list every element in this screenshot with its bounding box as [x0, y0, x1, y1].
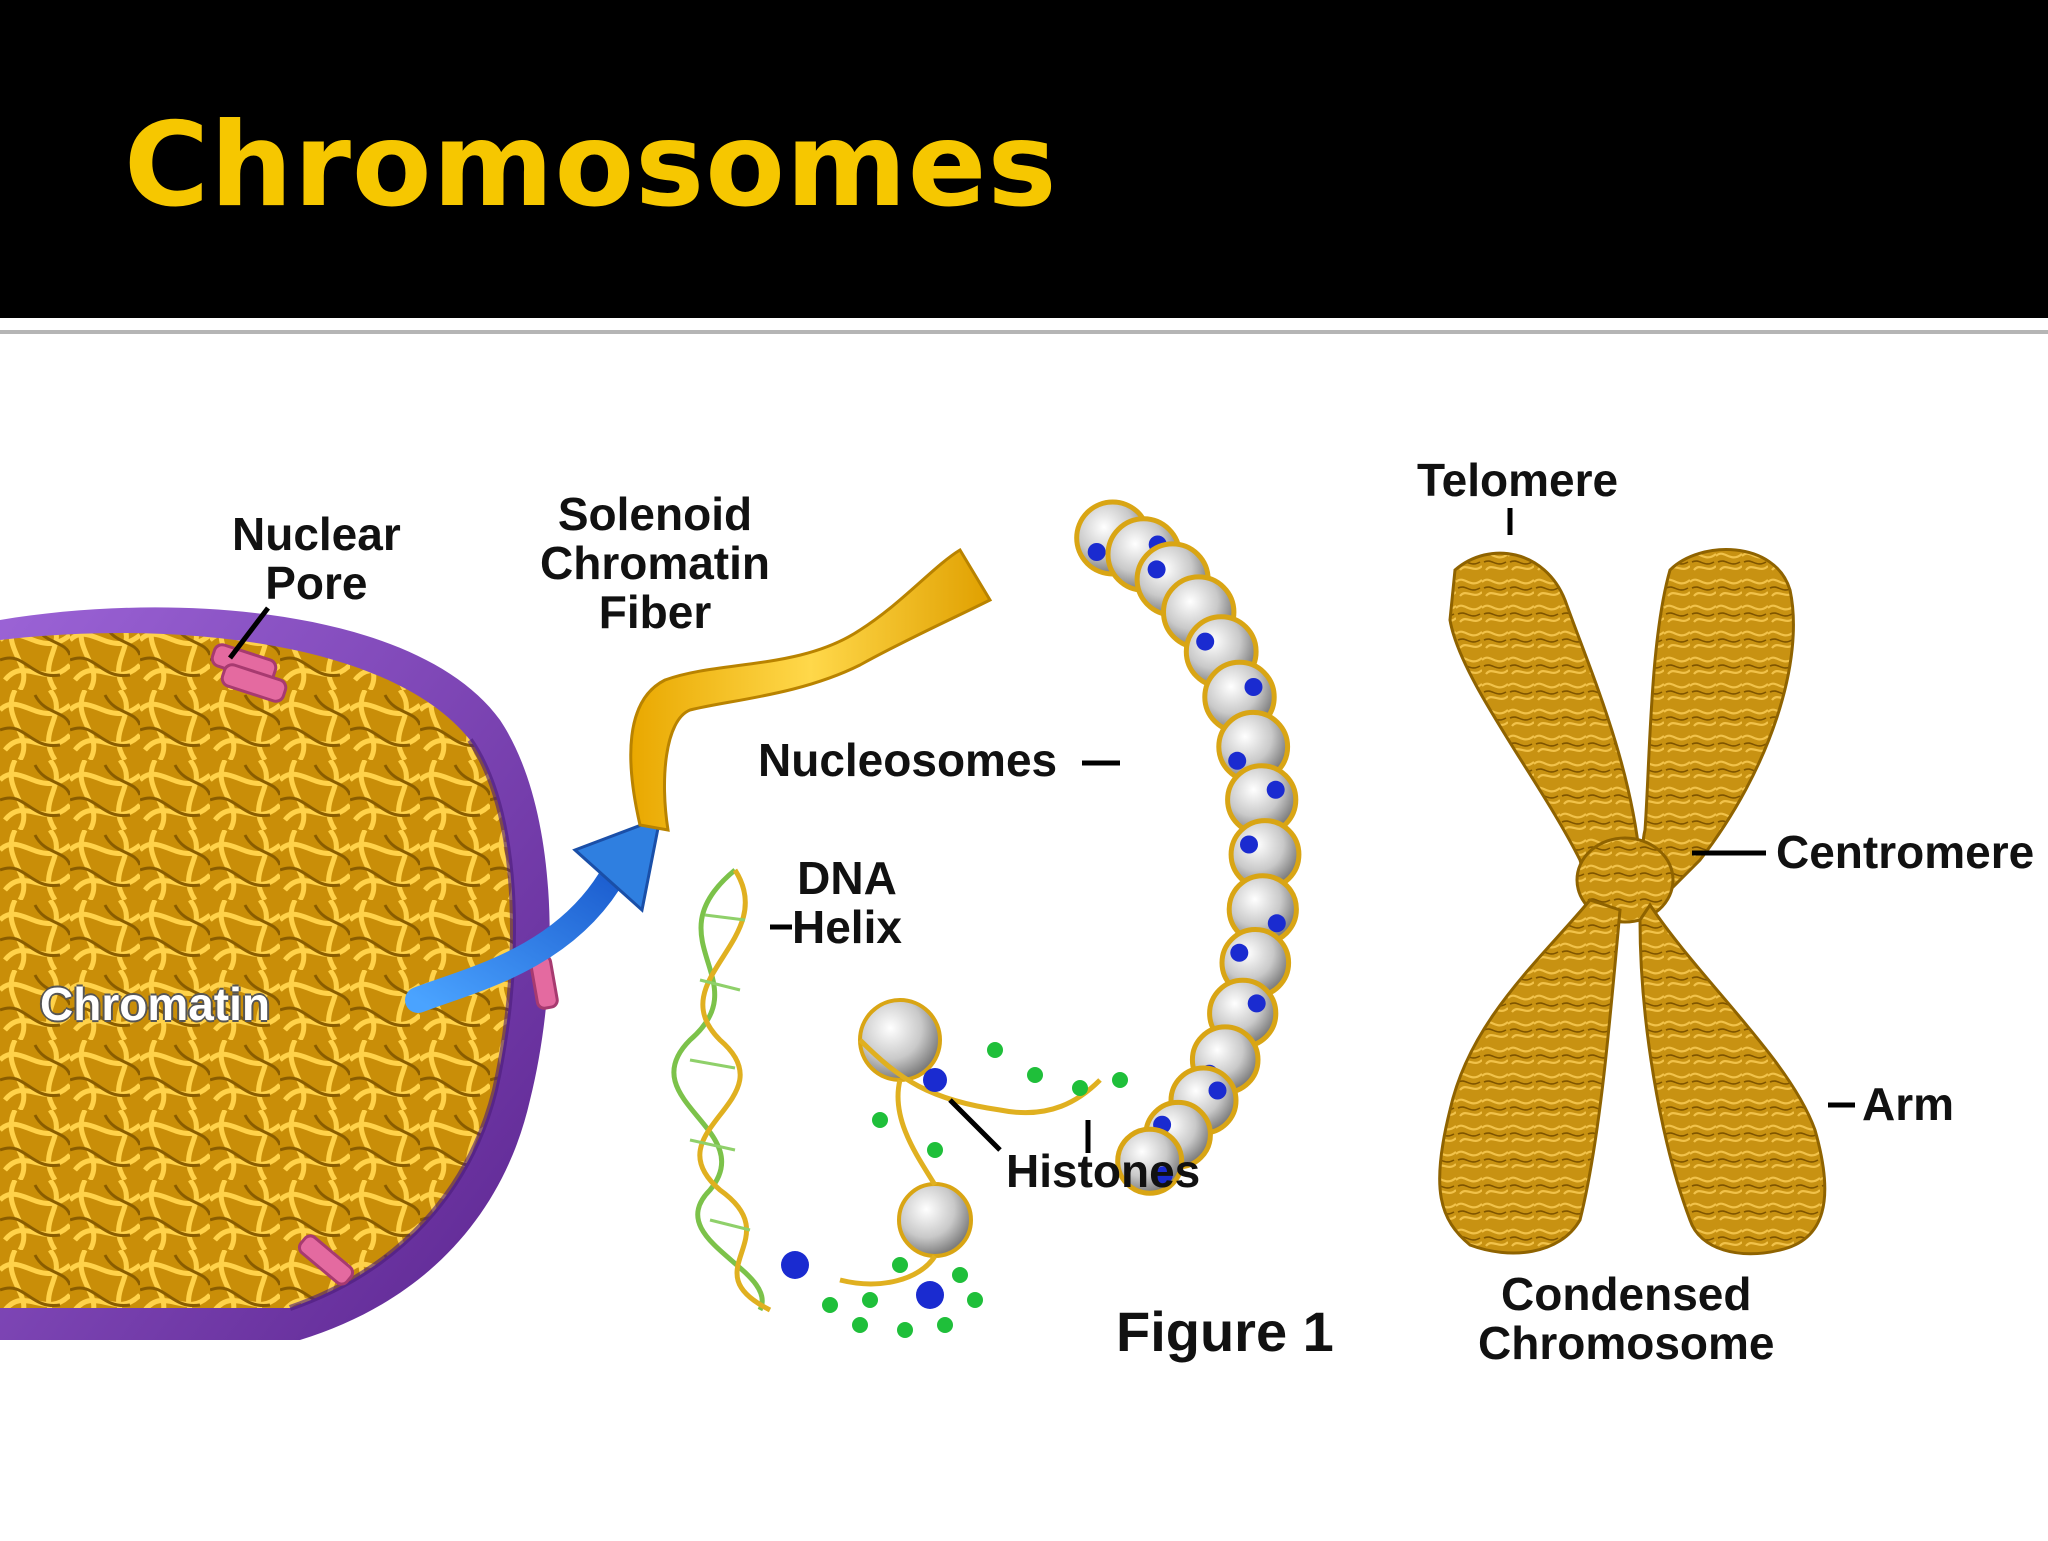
nucleus [0, 607, 559, 1340]
histone-marker [1228, 751, 1247, 770]
label-solenoid-fiber: Solenoid Chromatin Fiber [540, 488, 770, 639]
chromatin-mass [0, 633, 513, 1308]
histone-marker [1208, 1081, 1227, 1100]
label-centromere: Centromere [1776, 826, 2035, 878]
label-condensed-chromosome: Condensed Chromosome [1478, 1268, 1775, 1370]
arrow-icon [405, 815, 662, 1013]
histone-marker [1230, 943, 1249, 962]
label-leaders [228, 508, 1855, 1153]
nuclear-pore-top [210, 643, 288, 703]
histone-marker [1247, 994, 1266, 1013]
label-nuclear-pore: Nuclear Pore [232, 508, 401, 610]
condensed-chromosome [1438, 548, 1827, 1256]
histone-marker [1154, 1166, 1173, 1185]
title-bar: Chromosomes [0, 0, 2048, 318]
dna-helix [671, 868, 772, 1313]
label-chromatin: Chromatin [40, 978, 270, 1030]
label-telomere: Telomere [1417, 454, 1619, 506]
histone-marker [1087, 543, 1106, 561]
title-divider [0, 330, 2048, 334]
chromosome-figure: Nuclear Pore Chromatin Solenoid Chromati… [0, 340, 2048, 1536]
figure-caption: Figure 1 [1116, 1300, 1334, 1363]
label-histones: Histones [1006, 1145, 1201, 1197]
slide-title: Chromosomes [124, 98, 1058, 233]
label-nucleosomes: Nucleosomes [758, 734, 1058, 786]
nuclear-pore-bottom [297, 1234, 355, 1286]
label-arm: Arm [1862, 1078, 1955, 1130]
label-dna-helix: DNA Helix [792, 852, 902, 954]
solenoid-fiber [629, 547, 993, 832]
histone-marker [1244, 678, 1263, 696]
histone-marker [1240, 835, 1258, 854]
histone-marker [1267, 914, 1286, 933]
nucleosome-coil [1074, 499, 1302, 1196]
histone-marker [1147, 560, 1166, 579]
histone-marker [1266, 780, 1285, 799]
figure-graphics [0, 499, 1855, 1340]
histone-beads [781, 998, 1128, 1338]
histone-marker [1196, 632, 1215, 651]
